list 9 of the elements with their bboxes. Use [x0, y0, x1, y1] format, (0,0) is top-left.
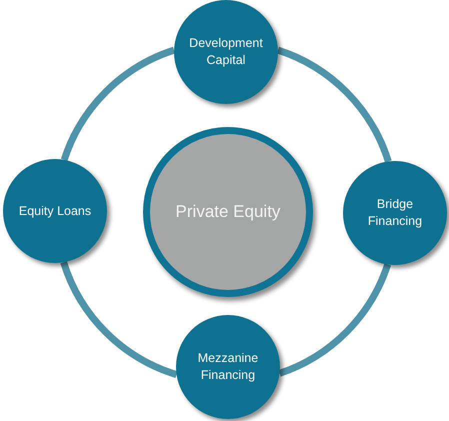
node-label: Private Equity	[176, 201, 280, 223]
ring-arc	[60, 46, 176, 162]
node-label: Equity Loans	[18, 202, 92, 220]
node-label: Development Capital	[188, 35, 264, 69]
node-label: Bridge Financing	[366, 196, 424, 230]
ring-arc	[278, 263, 391, 377]
ring-arc	[60, 261, 178, 378]
node-label: Mezzanine Financing	[196, 350, 260, 384]
ring-arc	[276, 46, 392, 163]
